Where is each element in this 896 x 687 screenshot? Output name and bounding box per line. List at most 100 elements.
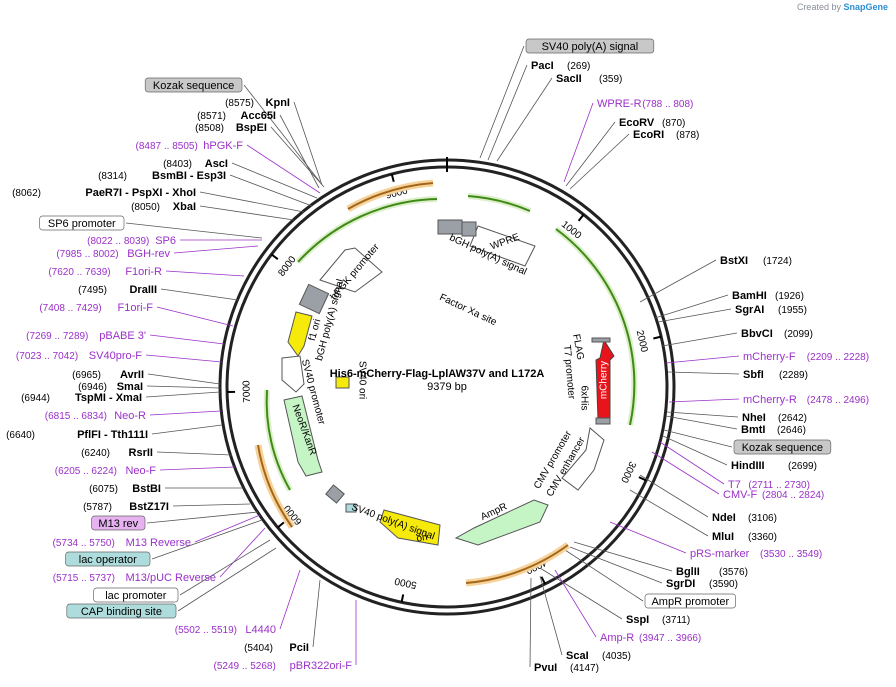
tick-mark <box>390 173 395 183</box>
feature-label-box <box>39 215 125 231</box>
feature-arc-green-right-line <box>555 228 636 426</box>
leader-line <box>312 579 321 648</box>
plasmid-name: His6-mCherry-Flag-LplAW37V and L172A <box>330 368 545 380</box>
enzyme-name: PciI <box>289 642 309 654</box>
enzyme-name: RsrII <box>129 447 153 459</box>
leader-line <box>666 411 739 418</box>
leader-line <box>229 174 313 207</box>
site-position: (7408 .. 7429) <box>39 303 101 314</box>
his6-box <box>595 417 611 425</box>
leader-line <box>573 541 673 572</box>
tick-mark <box>638 476 647 482</box>
site-position: (2209 .. 2228) <box>807 352 869 363</box>
enzyme-name: SmaI <box>117 381 143 393</box>
leader-line <box>629 489 709 537</box>
site-position: (269) <box>567 61 590 72</box>
leader-line <box>246 144 321 194</box>
enzyme-name: PflFI - Tth111I <box>77 429 148 441</box>
mcherry-arrow <box>595 338 615 421</box>
site-position: (7985 .. 8002) <box>56 249 118 260</box>
brand-prefix: Created by <box>796 2 841 12</box>
outer-labels: SV40 poly(A) signalPacI(269)SacII(359)WP… <box>6 38 869 674</box>
enzyme-name: Acc65I <box>241 110 276 122</box>
leader-line <box>651 451 720 495</box>
leader-line <box>151 424 223 435</box>
enzyme-name: MluI <box>712 531 734 543</box>
site-position: (8403) <box>163 159 192 170</box>
leader-line <box>145 391 221 398</box>
site-position: (2646) <box>777 425 806 436</box>
site-position: (3360) <box>748 532 777 543</box>
leader-line <box>194 514 261 543</box>
leader-line <box>659 441 725 485</box>
leader-line <box>496 77 553 162</box>
site-position: (2711 .. 2730) <box>748 480 810 491</box>
inner-features <box>281 219 615 546</box>
site-position: (8508) <box>195 123 224 134</box>
site-position: (2289) <box>779 370 808 381</box>
site-position: (1724) <box>763 256 792 267</box>
enzyme-name: SgrDI <box>666 578 695 590</box>
feature-label-box <box>733 439 832 455</box>
site-position: (8575) <box>225 98 254 109</box>
leader-line <box>279 569 301 630</box>
site-position: (5715 .. 5737) <box>53 573 115 584</box>
leader-line <box>654 294 729 319</box>
leader-line <box>173 245 259 254</box>
hpgk-arrow <box>319 247 383 293</box>
site-position: (6946) <box>78 382 107 393</box>
tick-label: 2000 <box>634 329 650 354</box>
enzyme-name: BmtI <box>741 424 765 436</box>
primer-name: CMV-F <box>723 489 758 501</box>
feature-arc-orange-bottom-line <box>465 544 569 584</box>
feature-label-box <box>91 515 146 531</box>
label-leaders <box>125 45 740 668</box>
enzyme-name: BsmBI - Esp3I <box>152 170 226 182</box>
primer-name: hPGK-F <box>203 140 243 152</box>
outer-features <box>254 179 638 587</box>
enzyme-name: XbaI <box>173 201 196 213</box>
leader-line <box>179 539 271 596</box>
site-position: (359) <box>599 74 622 85</box>
site-position: (5404) <box>244 643 273 654</box>
enzyme-name: SgrAI <box>735 304 764 316</box>
leader-line <box>639 259 717 303</box>
feature-label: lac promoter <box>105 590 166 602</box>
enzyme-name: BglII <box>676 566 700 578</box>
enzyme-name: PacI <box>531 60 554 72</box>
leader-line <box>219 527 266 578</box>
site-position: (8487 .. 8505) <box>136 141 198 152</box>
primer-name: mCherry-R <box>743 394 797 406</box>
leader-line <box>569 133 630 190</box>
feature-label: M13 rev <box>98 518 138 530</box>
enzyme-name: AvrII <box>120 369 144 381</box>
flag-box <box>591 337 611 343</box>
primer-name: T7 <box>728 479 741 491</box>
brand-credit: Created by SnapGene <box>797 2 888 12</box>
primer-name: pRS-marker <box>690 548 750 560</box>
leader-line <box>159 466 236 471</box>
feature-label-box <box>144 77 243 93</box>
leader-line <box>665 415 738 430</box>
leader-line <box>563 102 594 183</box>
tick-label: 5000 <box>393 575 417 590</box>
brand-name: SnapGene <box>843 2 888 12</box>
site-position: (4147) <box>570 663 599 674</box>
site-position: (2478 .. 2496) <box>807 395 869 406</box>
enzyme-name: NheI <box>742 412 766 424</box>
feature-label-box <box>644 593 736 609</box>
site-position: (2642) <box>778 413 807 424</box>
leader-line <box>609 521 687 554</box>
leader-line <box>279 114 320 189</box>
site-position: (870) <box>662 118 685 129</box>
neor-arrow <box>283 395 323 477</box>
leader-line <box>665 355 740 364</box>
enzyme-name: SbfI <box>743 369 764 381</box>
site-position: (5502 .. 5519) <box>175 625 237 636</box>
tick-mark <box>400 594 405 603</box>
primer-name: pBABE 3' <box>99 330 146 342</box>
site-position: (5734 .. 5750) <box>53 538 115 549</box>
plasmid-length: 9379 bp <box>427 381 467 393</box>
leader-line <box>199 205 295 221</box>
leader-line <box>146 511 259 524</box>
